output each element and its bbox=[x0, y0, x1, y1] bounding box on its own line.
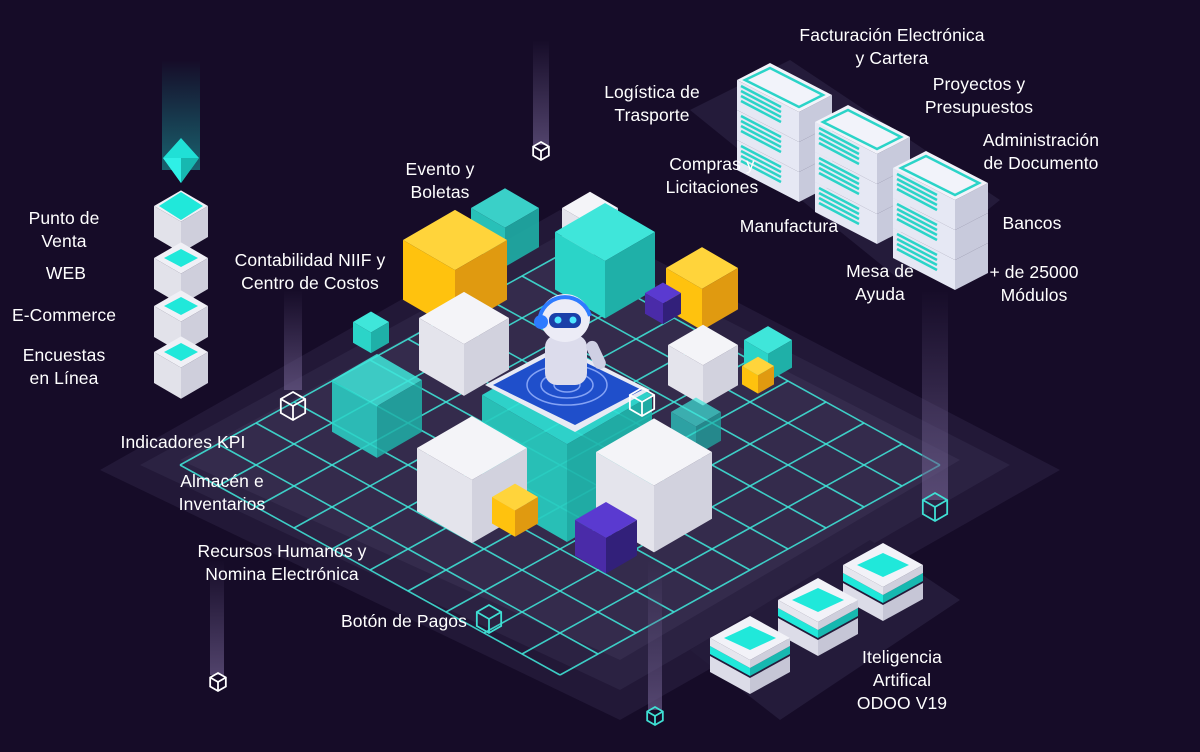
wireframe-cube-icon bbox=[209, 671, 227, 693]
label-mesa-ayuda: Mesa de Ayuda bbox=[846, 260, 914, 306]
label-bancos: Bancos bbox=[1003, 212, 1062, 235]
white-cube bbox=[668, 324, 738, 406]
wireframe-cube-icon bbox=[628, 386, 656, 418]
label-line: Facturación Electrónica bbox=[799, 25, 985, 45]
label-line: Artifical bbox=[872, 670, 932, 690]
robot-assistant bbox=[485, 294, 650, 432]
label-almacen: Almacén e Inventarios bbox=[179, 470, 266, 516]
label-line: Contabilidad NIIF y bbox=[234, 250, 386, 270]
label-line: Evento y bbox=[405, 159, 475, 179]
yellow-cube bbox=[666, 247, 738, 331]
label-line: Proyectos y bbox=[932, 74, 1026, 94]
label-administracion: Administración de Documento bbox=[983, 129, 1099, 175]
label-line: Compras y bbox=[669, 154, 755, 174]
label-line: Iteligencia bbox=[862, 647, 942, 667]
label-e-commerce: E-Commerce bbox=[12, 304, 116, 327]
ai-module bbox=[778, 578, 858, 656]
label-line: Bancos bbox=[1002, 213, 1062, 233]
label-facturacion: Facturación Electrónica y Cartera bbox=[799, 24, 984, 70]
label-proyectos: Proyectos y Presupuestos bbox=[925, 73, 1033, 119]
teal-cube bbox=[555, 203, 655, 319]
label-line: WEB bbox=[45, 263, 87, 283]
purple-cube bbox=[575, 502, 637, 574]
label-line: Logística de bbox=[604, 82, 700, 102]
label-recursos-humanos: Recursos Humanos y Nomina Electrónica bbox=[197, 540, 366, 586]
wireframe-cubes bbox=[209, 140, 949, 727]
server-rack-icon bbox=[815, 105, 910, 244]
label-manufactura: Manufactura bbox=[740, 215, 838, 238]
label-indicadores-kpi: Indicadores KPI bbox=[120, 431, 245, 454]
label-line: Administración bbox=[982, 130, 1100, 150]
label-line: Presupuestos bbox=[924, 97, 1034, 117]
label-punto-de-venta: Punto de Venta bbox=[29, 207, 100, 253]
white-cube bbox=[596, 418, 712, 553]
label-line: Punto de bbox=[28, 208, 100, 228]
label-web: WEB bbox=[46, 262, 86, 285]
server-racks bbox=[737, 63, 988, 290]
label-line: Manufactura bbox=[739, 216, 839, 236]
teal-cube bbox=[353, 311, 389, 354]
label-line: Recursos Humanos y bbox=[197, 541, 367, 561]
label-line: en Línea bbox=[29, 368, 99, 388]
label-line: y Cartera bbox=[855, 48, 929, 68]
server-rack-icon bbox=[737, 63, 832, 202]
label-line: Almacén e bbox=[180, 471, 264, 491]
white-cube bbox=[419, 291, 509, 396]
wireframe-cube-icon bbox=[475, 603, 503, 635]
ai-modules bbox=[710, 543, 923, 694]
label-line: de Documento bbox=[983, 153, 1099, 173]
label-contabilidad: Contabilidad NIIF y Centro de Costos bbox=[235, 249, 386, 295]
yellow-cube bbox=[742, 356, 774, 394]
light-beams bbox=[162, 40, 948, 710]
label-line: + de 25000 bbox=[989, 262, 1079, 282]
label-line: Boletas bbox=[410, 182, 470, 202]
label-line: Botón de Pagos bbox=[341, 611, 467, 631]
ai-module bbox=[843, 543, 923, 621]
label-line: Mesa de bbox=[846, 261, 914, 281]
label-evento-boletas: Evento y Boletas bbox=[406, 158, 475, 204]
label-line: Licitaciones bbox=[665, 177, 759, 197]
label-compras: Compras y Licitaciones bbox=[666, 153, 759, 199]
purple-cube bbox=[645, 282, 681, 325]
teal-cube bbox=[332, 353, 422, 458]
label-line: Inventarios bbox=[178, 494, 266, 514]
wireframe-cube-icon bbox=[921, 491, 949, 523]
ai-module bbox=[710, 616, 790, 694]
server-rack-icon bbox=[893, 151, 988, 290]
label-line: Trasporte bbox=[614, 105, 690, 125]
label-line: Encuestas bbox=[22, 345, 106, 365]
label-line: Indicadores KPI bbox=[120, 432, 246, 452]
label-line: ODOO V19 bbox=[856, 693, 948, 713]
label-line: Centro de Costos bbox=[241, 273, 379, 293]
label-boton-pagos: Botón de Pagos bbox=[341, 610, 467, 633]
wireframe-cube-icon bbox=[646, 705, 664, 727]
cube-cluster bbox=[332, 188, 792, 574]
diamond-gem-icon bbox=[163, 138, 199, 183]
label-line: E-Commerce bbox=[11, 305, 117, 325]
label-line: Ayuda bbox=[855, 284, 905, 304]
left-cube-stack bbox=[154, 190, 208, 399]
label-line: Nomina Electrónica bbox=[205, 564, 359, 584]
label-line: Módulos bbox=[1000, 285, 1068, 305]
label-encuestas: Encuestas en Línea bbox=[23, 344, 106, 390]
label-line: Venta bbox=[41, 231, 87, 251]
yellow-cube bbox=[492, 483, 538, 537]
wireframe-cube-icon bbox=[532, 140, 550, 162]
wireframe-cube-icon bbox=[279, 390, 307, 422]
label-logistica: Logística de Trasporte bbox=[604, 81, 700, 127]
